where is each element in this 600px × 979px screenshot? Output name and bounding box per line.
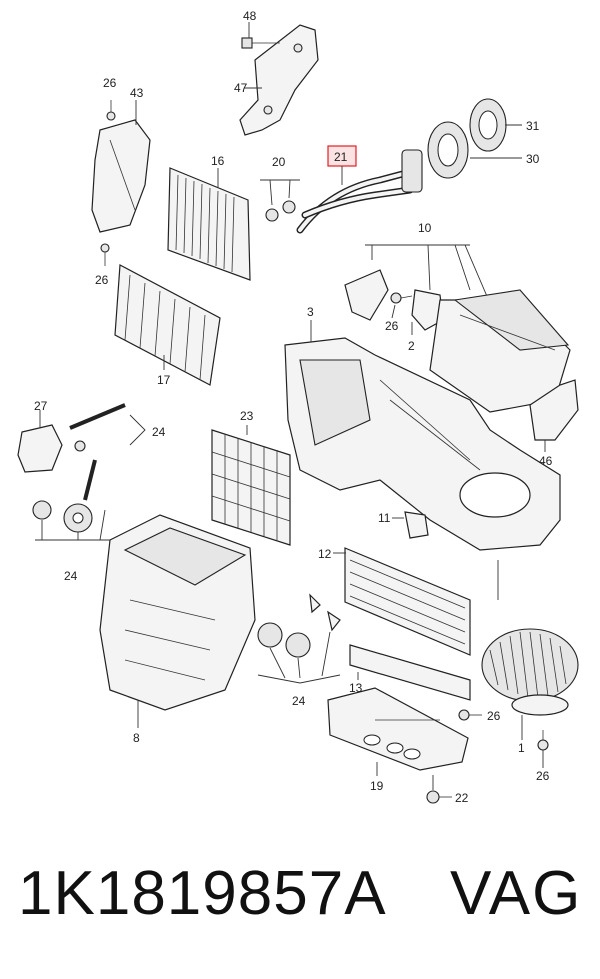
bolt-22 [426,790,452,804]
callout-31: 31 [526,119,540,133]
callout-13: 13 [349,681,363,695]
callout-26-motor: 26 [536,769,550,783]
brand-label: VAG [450,859,583,928]
callout-21: 21 [334,150,348,164]
part-number: 1K1819857A [18,859,387,928]
callout-27: 27 [34,399,48,413]
tray-13 [349,644,471,701]
callout-26-plate: 26 [487,709,501,723]
clamps-20 [265,200,296,222]
callout-17: 17 [157,373,171,387]
bolt-26-mid [390,292,413,304]
callout-26-top: 26 [103,76,117,90]
lower-housing-8 [99,514,256,711]
callout-19: 19 [370,779,384,793]
filter-12 [344,547,471,656]
blower-motor-1 [481,628,579,716]
bolt-48 [241,37,280,49]
bolt-26-top [106,100,116,121]
callout-43: 43 [130,86,144,100]
callout-12: 12 [318,547,332,561]
callout-10: 10 [418,221,432,235]
cover-plate-19 [327,687,469,771]
actuator-2 [411,289,444,331]
actuator-27 [17,424,63,473]
evaporator-17 [114,264,221,386]
callout-48: 48 [243,9,257,23]
main-housing-3 [284,337,561,551]
callout-24-a: 24 [152,425,166,439]
clip-11 [404,511,429,539]
exploded-parts-diagram: 48 47 26 43 16 20 21 31 30 10 26 3 26 2 … [17,9,579,805]
callout-2: 2 [408,339,415,353]
bolt-26-plate [458,709,482,721]
housing-cover-10 [429,289,571,413]
bolt-26-motor [537,730,549,751]
callout-26-left: 26 [95,273,109,287]
seal-30 [427,121,469,179]
duct-43 [91,119,151,233]
coolant-pipes-21 [296,149,423,234]
duct-46 [529,379,579,441]
callout-22: 22 [455,791,469,805]
heater-core-16 [167,167,251,281]
callout-47: 47 [234,81,248,95]
gears-24-left [32,500,93,533]
flaps-24-center [257,593,341,658]
linkage-rod [69,403,126,501]
callout-1: 1 [518,741,525,755]
callout-24-c: 24 [292,694,306,708]
callout-24-b: 24 [64,569,78,583]
bolt-26-left [100,243,110,266]
callout-23: 23 [240,409,254,423]
callout-26-mid: 26 [385,319,399,333]
callout-8: 8 [133,731,140,745]
callout-30: 30 [526,152,540,166]
callout-3: 3 [307,305,314,319]
callout-16: 16 [211,154,225,168]
caption-bar: 1K1819857A VAG [0,858,600,968]
callout-46: 46 [539,454,553,468]
actuator-left [344,269,389,321]
filter-23 [211,429,291,546]
callout-20: 20 [272,155,286,169]
seal-31 [469,98,507,152]
bracket-47 [239,24,319,136]
callout-11: 11 [378,511,391,525]
